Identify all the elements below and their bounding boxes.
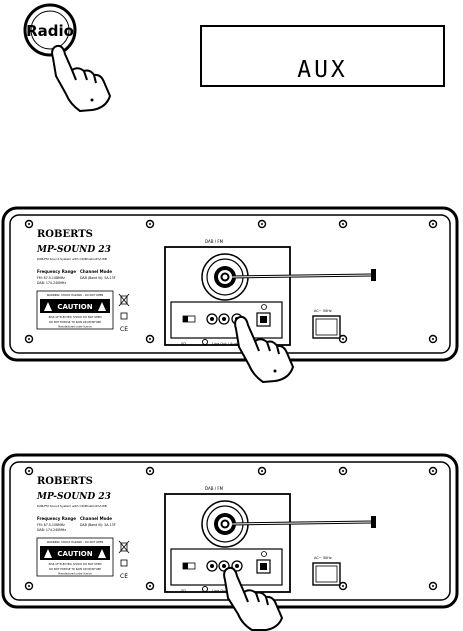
freq-heading: Frequency Range — [37, 269, 76, 274]
power-label: AC~ 50Hz — [314, 309, 332, 313]
brand-logo: ROBERTS — [37, 229, 93, 240]
channel-heading: Channel Mode — [80, 516, 112, 521]
antenna-wire — [231, 269, 376, 281]
rear-panel-1: ROBERTS MP-SOUND 23 DAB/FM Sound System … — [1, 206, 459, 383]
display-text: AUX — [297, 57, 348, 83]
double-insulation-icon — [120, 312, 128, 320]
power-inlet[interactable] — [312, 562, 341, 586]
antenna-label: DAB / FM — [205, 239, 224, 244]
svg-text:WARNING: SHOCK HAZARD - DO NOT: WARNING: SHOCK HAZARD - DO NOT OPEN — [47, 540, 103, 544]
antenna-socket — [201, 253, 249, 301]
weee-bin-icon — [118, 540, 130, 554]
double-insulation-icon — [120, 559, 128, 567]
tagline: DAB/FM Sound System with CD/Bluetooth/US… — [37, 257, 107, 261]
radio-button[interactable] — [23, 3, 77, 57]
freq-heading: Frequency Range — [37, 516, 76, 521]
freq-dab: DAB: 174-240MHz — [37, 528, 66, 532]
ce-mark-icon: CE — [120, 573, 128, 580]
freq-fm: FM: 87.5-108MHz — [37, 276, 65, 280]
channel-value: DAB (Band III): 5A-13F — [80, 523, 116, 527]
pressing-hand-icon — [234, 315, 294, 383]
lineout-label: Line Out / Audio In — [212, 342, 244, 346]
svg-text:RISK OF ELECTRIC SHOCK DO NOT: RISK OF ELECTRIC SHOCK DO NOT OPEN — [49, 562, 102, 566]
sd-label: SD — [181, 589, 186, 593]
sd-label: SD — [181, 342, 186, 346]
caution-label: WARNING: SHOCK HAZARD - DO NOT OPEN CAUT… — [36, 537, 114, 577]
antenna-socket — [201, 500, 249, 548]
plugging-hand-icon — [223, 566, 283, 631]
svg-text:CAUTION: CAUTION — [57, 303, 92, 311]
antenna-wire — [231, 516, 376, 528]
power-label: AC~ 50Hz — [314, 556, 332, 560]
svg-text:DO NOT EXPOSE TO RAIN OR MOIST: DO NOT EXPOSE TO RAIN OR MOISTURE — [49, 567, 101, 571]
svg-text:WARNING: SHOCK HAZARD - DO NOT: WARNING: SHOCK HAZARD - DO NOT OPEN — [47, 293, 103, 297]
model-name: MP-SOUND 23 — [36, 245, 111, 255]
power-inlet[interactable] — [312, 315, 341, 339]
freq-fm: FM: 87.5-108MHz — [37, 523, 65, 527]
svg-text:DO NOT EXPOSE TO RAIN OR MOIST: DO NOT EXPOSE TO RAIN OR MOISTURE — [49, 320, 101, 324]
rear-panel-2: ROBERTS MP-SOUND 23 DAB/FM Sound System … — [1, 453, 459, 631]
display-screen: AUX — [200, 25, 445, 87]
svg-text:Manufactured under licence: Manufactured under licence — [58, 326, 92, 329]
tagline: DAB/FM Sound System with CD/Bluetooth/US… — [37, 504, 107, 508]
svg-text:CAUTION: CAUTION — [57, 550, 92, 558]
model-name: MP-SOUND 23 — [36, 492, 111, 502]
pressing-hand-icon — [51, 44, 111, 112]
brand-logo: ROBERTS — [37, 476, 93, 487]
radio-button-illustration: Radio — [23, 3, 111, 112]
channel-heading: Channel Mode — [80, 269, 112, 274]
svg-text:RISK OF ELECTRIC SHOCK DO NOT: RISK OF ELECTRIC SHOCK DO NOT OPEN — [49, 315, 102, 319]
svg-text:Manufactured under licence: Manufactured under licence — [58, 573, 92, 576]
ce-mark-icon: CE — [120, 326, 128, 333]
weee-bin-icon — [118, 293, 130, 307]
antenna-label: DAB / FM — [205, 486, 224, 491]
freq-dab: DAB: 174-240MHz — [37, 281, 66, 285]
channel-value: DAB (Band III): 5A-13F — [80, 276, 116, 280]
radio-button-label: Radio — [26, 22, 74, 40]
caution-label: WARNING: SHOCK HAZARD - DO NOT OPEN CAUT… — [36, 290, 114, 330]
